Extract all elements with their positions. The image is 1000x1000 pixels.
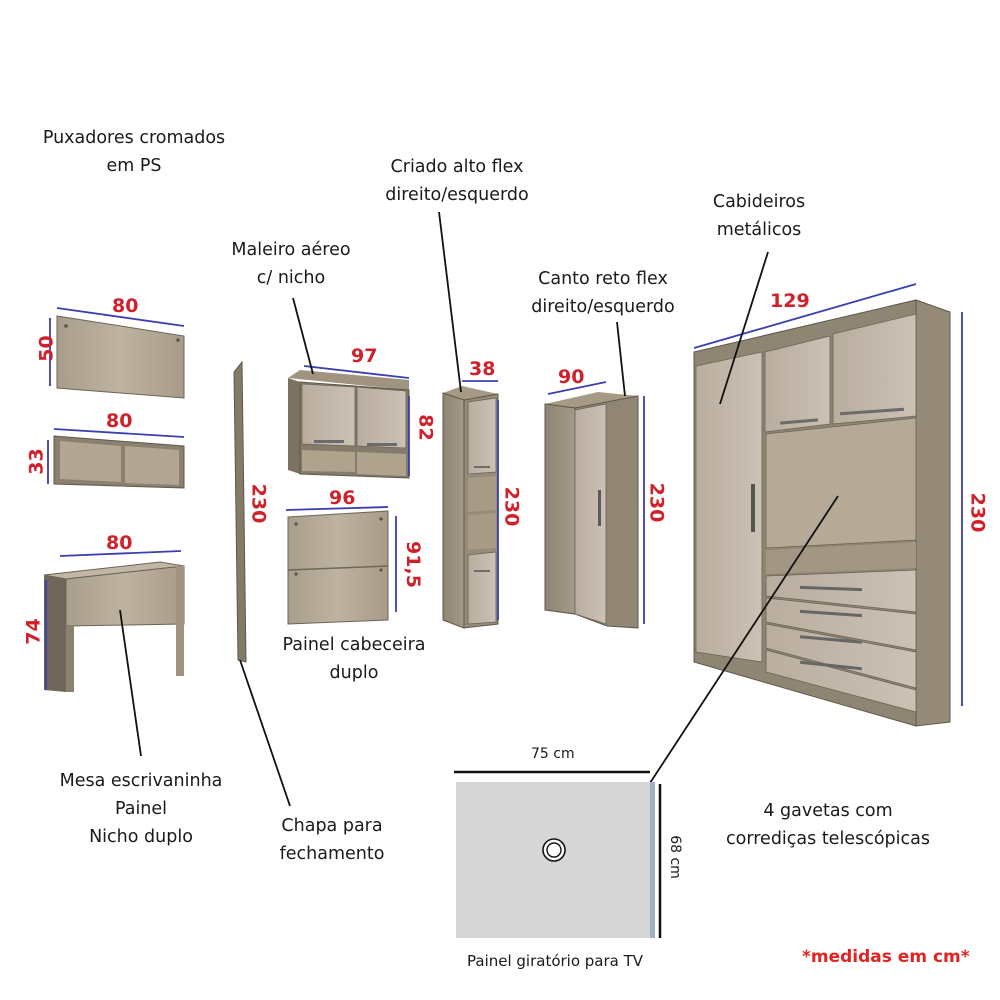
label-chapa-line1: Chapa para [281,816,383,836]
painel-cabeceira [287,510,389,625]
dim-chapa-height: 230 [247,483,270,524]
dimension-lines [45,283,963,706]
label-chapa: Chapa para fechamento [262,812,402,868]
canto-reto [544,392,639,629]
chapa-fechamento [233,360,247,663]
dim-cabeceira-width: 96 [329,487,356,509]
label-painel-cabeceira-line1: Painel cabeceira [282,635,426,655]
label-canto-line1: Canto reto flex [538,269,668,289]
leader-lines [119,211,839,807]
label-canto: Canto reto flex direito/esquerdo [520,265,686,321]
dim-mesa-height: 74 [22,618,45,645]
dim-canto-height: 230 [645,482,668,523]
painel-parede [56,315,185,399]
label-maleiro: Maleiro aéreo c/ nicho [218,236,364,292]
dim-guarda-roupa-width: 129 [770,290,810,312]
label-painel-cabeceira: Painel cabeceira duplo [274,631,434,687]
label-criado-line1: Criado alto flex [390,157,524,177]
label-puxadores: Puxadores cromados em PS [30,124,238,180]
dim-guarda-roupa-height: 230 [966,492,989,533]
dim-mesa-width: 80 [106,532,133,554]
label-criado-line2: direito/esquerdo [385,185,529,205]
dim-canto-width: 90 [558,366,585,388]
tv-panel-drawing [454,770,662,938]
label-painel-cabeceira-line2: duplo [329,663,379,683]
tv-panel-height: 68 cm [666,835,683,879]
label-mesa-line2: Painel [114,799,168,819]
units-note: *medidas em cm* [802,947,970,967]
dim-maleiro-height: 82 [414,414,437,441]
label-canto-line2: direito/esquerdo [531,297,675,317]
label-cabideiros-line2: metálicos [716,220,802,240]
label-criado: Criado alto flex direito/esquerdo [372,153,542,209]
label-mesa-line3: Nicho duplo [89,827,193,847]
dim-painel-height: 50 [35,335,58,362]
label-mesa-line1: Mesa escrivaninha [59,771,223,791]
guarda-roupa [693,299,951,727]
label-maleiro-line1: Maleiro aéreo [231,240,351,260]
mesa-escrivaninha [43,561,185,692]
label-cabideiros-line1: Cabideiros [712,192,806,212]
label-maleiro-line2: c/ nicho [256,268,326,288]
dim-maleiro-width: 97 [351,345,378,367]
label-cabideiros: Cabideiros metálicos [694,188,824,244]
label-mesa: Mesa escrivaninha Painel Nicho duplo [50,767,232,851]
tv-panel-width: 75 cm [531,746,575,762]
nicho-duplo [53,435,185,489]
criado-alto [442,386,499,629]
tv-panel-caption: Painel giratório para TV [467,952,644,970]
label-gavetas: 4 gavetas com corrediças telescópicas [716,797,940,853]
label-chapa-line2: fechamento [279,844,385,864]
dim-nicho-height: 33 [25,448,48,475]
dim-painel-width: 80 [112,295,139,317]
maleiro-aereo [288,370,410,479]
label-gavetas-line2: corrediças telescópicas [726,829,930,849]
label-puxadores-line2: em PS [106,156,162,176]
dim-criado-height: 230 [500,486,523,527]
dim-nicho-width: 80 [106,410,133,432]
label-puxadores-line1: Puxadores cromados [42,128,226,148]
dim-criado-width: 38 [469,358,496,380]
dim-cabeceira-height: 91,5 [401,541,424,588]
label-gavetas-line1: 4 gavetas com [763,801,893,821]
